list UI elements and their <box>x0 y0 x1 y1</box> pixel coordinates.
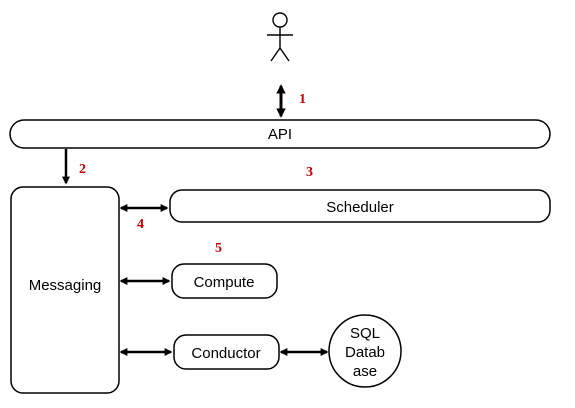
conductor-box: Conductor <box>173 334 280 370</box>
step-1-number: 1 <box>299 92 306 107</box>
messaging-box: Messaging <box>10 186 120 394</box>
step-5-number: 5 <box>215 241 222 256</box>
api-box: API <box>9 119 551 149</box>
step-4-number: 4 <box>137 217 144 232</box>
messaging-label: Messaging <box>29 277 102 294</box>
step-3-number: 3 <box>306 165 313 180</box>
user-icon <box>267 12 293 62</box>
compute-box: Compute <box>171 263 278 299</box>
compute-label: Compute <box>194 274 255 291</box>
scheduler-box: Scheduler <box>169 189 551 223</box>
database-label-line-2: Datab <box>345 344 385 361</box>
sql-database-node: SQL Datab ase <box>328 314 402 388</box>
scheduler-label: Scheduler <box>326 199 394 216</box>
step-2-number: 2 <box>79 162 86 177</box>
conductor-label: Conductor <box>191 345 260 362</box>
api-label: API <box>268 126 292 143</box>
database-label-line-1: SQL <box>350 325 380 342</box>
database-label-line-3: ase <box>353 363 377 380</box>
